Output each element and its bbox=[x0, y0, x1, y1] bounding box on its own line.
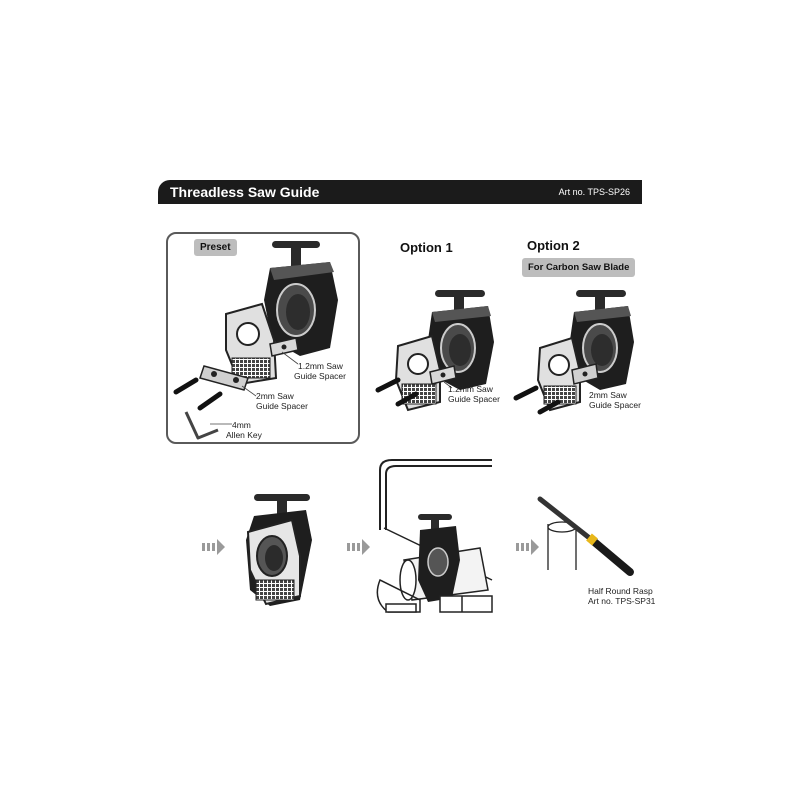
preset-label-2mm-line2: Guide Spacer bbox=[256, 401, 308, 411]
option2-guide-plate bbox=[536, 336, 581, 412]
step-arrow-2-icon bbox=[347, 539, 370, 555]
option2-saw-guide-body bbox=[570, 290, 634, 390]
preset-label-1-2mm-line2: Guide Spacer bbox=[294, 371, 346, 381]
preset-label-allen-key: 4mm Allen Key bbox=[226, 420, 262, 440]
step-arrow-3-icon bbox=[516, 539, 539, 555]
preset-badge: Preset bbox=[194, 239, 237, 256]
option1-label: 1.2mm Saw Guide Spacer bbox=[448, 384, 500, 404]
option1-label-line2: Guide Spacer bbox=[448, 394, 500, 404]
hacksaw-vise-scene bbox=[376, 459, 493, 613]
option1-screws bbox=[375, 377, 419, 407]
half-round-rasp-icon bbox=[537, 496, 634, 576]
preset-label-2mm-line1: 2mm Saw bbox=[256, 391, 294, 401]
preset-allen-key bbox=[184, 411, 219, 440]
rasp-label-line2: Art no. TPS-SP31 bbox=[588, 596, 656, 606]
option1-saw-guide-body bbox=[428, 290, 494, 390]
option1-title: Option 1 bbox=[400, 240, 453, 255]
preset-spacer-2mm bbox=[199, 365, 249, 391]
option2-label-line2: Guide Spacer bbox=[589, 400, 641, 410]
option2-label: 2mm Saw Guide Spacer bbox=[589, 390, 641, 410]
option1-guide-plate bbox=[394, 334, 441, 412]
preset-label-1-2mm: 1.2mm Saw Guide Spacer bbox=[294, 361, 346, 381]
preset-label-allen-key-line2: Allen Key bbox=[226, 430, 262, 440]
preset-screws bbox=[173, 377, 223, 411]
rasp-label-line1: Half Round Rasp bbox=[588, 586, 653, 596]
preset-label-allen-key-line1: 4mm bbox=[232, 420, 251, 430]
option1-spacer bbox=[429, 365, 457, 385]
option2-spacer bbox=[571, 363, 599, 385]
header-title: Threadless Saw Guide bbox=[170, 184, 320, 200]
option2-label-line1: 2mm Saw bbox=[589, 390, 627, 400]
assembled-saw-guide bbox=[246, 494, 312, 606]
preset-label-1-2mm-line1: 1.2mm Saw bbox=[298, 361, 343, 371]
option2-badge: For Carbon Saw Blade bbox=[522, 258, 636, 277]
option2-title: Option 2 bbox=[527, 238, 580, 253]
header-art-number: Art no. TPS-SP26 bbox=[558, 187, 630, 197]
preset-guide-plate bbox=[225, 302, 278, 386]
preset-label-2mm: 2mm Saw Guide Spacer bbox=[256, 391, 308, 411]
option2-screws bbox=[513, 385, 561, 415]
option1-label-line1: 1.2mm Saw bbox=[448, 384, 493, 394]
step-arrow-1-icon bbox=[202, 539, 225, 555]
header-bar: Threadless Saw Guide Art no. TPS-SP26 bbox=[158, 180, 642, 204]
rasp-label: Half Round Rasp Art no. TPS-SP31 bbox=[588, 586, 655, 606]
preset-saw-guide-body bbox=[264, 241, 338, 356]
preset-spacer-1-2mm bbox=[269, 337, 299, 357]
